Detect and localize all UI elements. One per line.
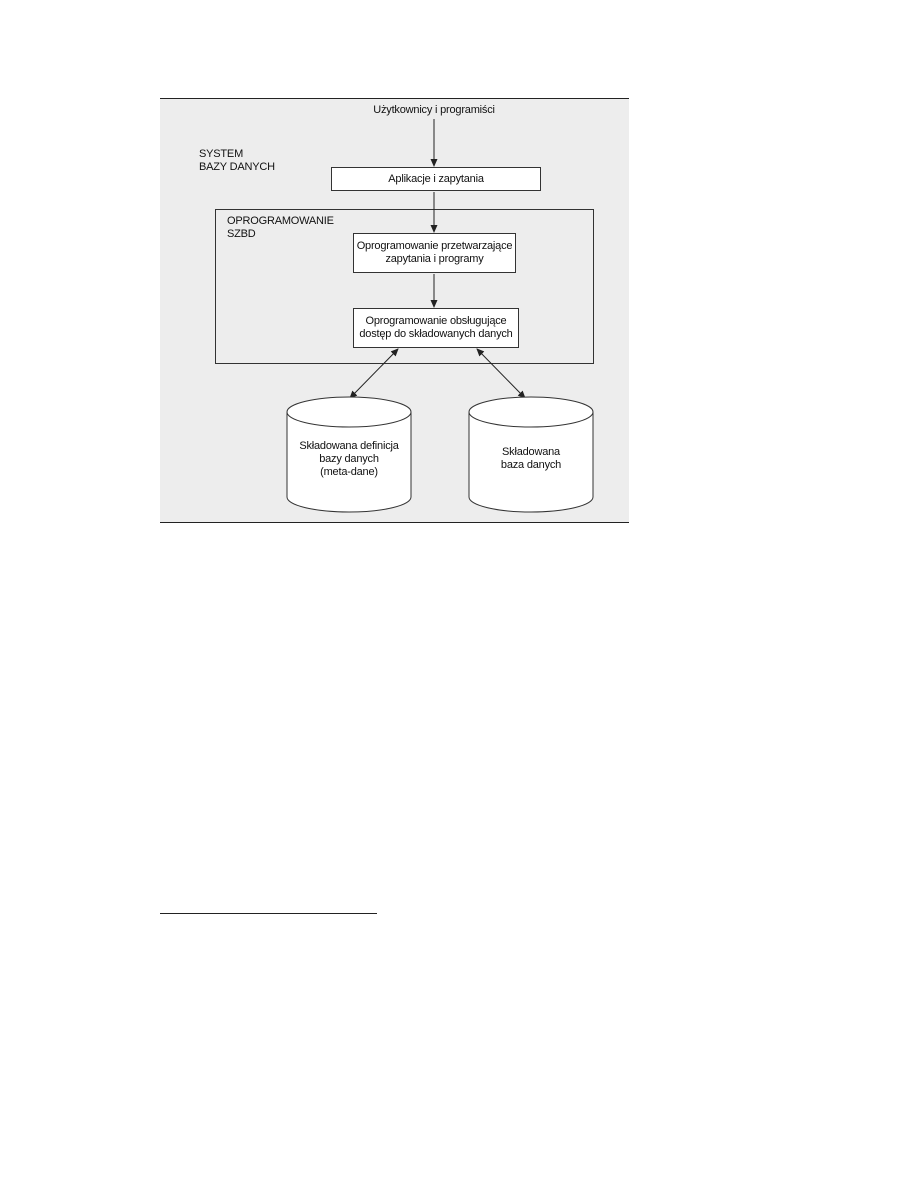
users-programmers-label: Użytkownicy i programiści bbox=[373, 104, 495, 116]
dbms-frame bbox=[215, 209, 594, 364]
database-store-label: Składowana baza danych bbox=[500, 446, 562, 471]
metadata-store-label: Składowana definicja bazy danych (meta-d… bbox=[299, 440, 399, 478]
figure-top-rule bbox=[160, 98, 629, 99]
footnote-separator bbox=[160, 913, 377, 914]
applications-box-label: Aplikacje i zapytania bbox=[388, 172, 484, 185]
system-label: SYSTEM BAZY DANYCH bbox=[199, 148, 275, 173]
data-access-box-label: Oprogramowanie obsługujące dostęp do skł… bbox=[359, 315, 513, 340]
data-access-box: Oprogramowanie obsługujące dostęp do skł… bbox=[353, 308, 519, 348]
applications-box: Aplikacje i zapytania bbox=[331, 167, 541, 191]
dbms-label: OPROGRAMOWANIE SZBD bbox=[227, 215, 334, 240]
figure-bottom-rule bbox=[160, 522, 629, 523]
query-processing-box-label: Oprogramowanie przetwarzające zapytania … bbox=[356, 240, 513, 265]
query-processing-box: Oprogramowanie przetwarzające zapytania … bbox=[353, 233, 516, 273]
